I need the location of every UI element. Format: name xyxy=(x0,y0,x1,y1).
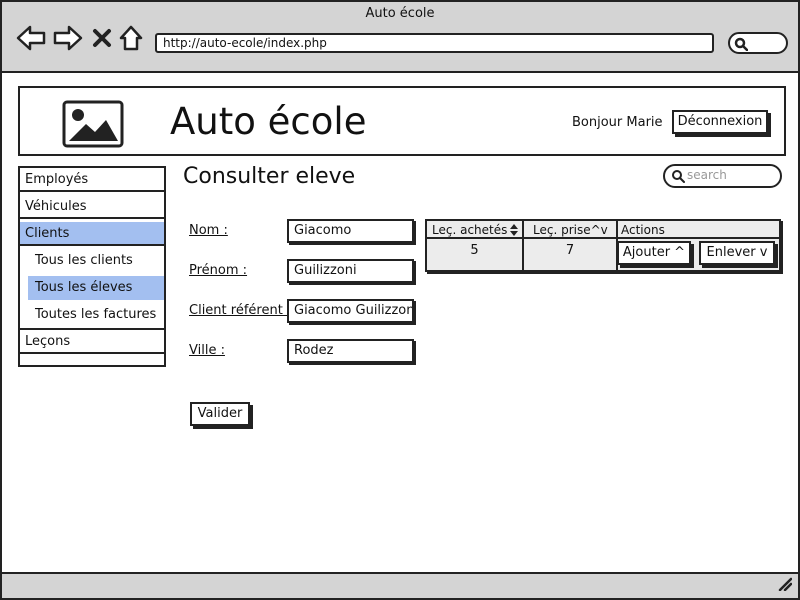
nom-label: Nom : xyxy=(189,223,228,238)
image-placeholder-icon xyxy=(62,100,124,148)
logout-button[interactable]: Déconnexion xyxy=(672,110,768,134)
add-lesson-button[interactable]: Ajouter ^ xyxy=(617,241,691,265)
validate-button[interactable]: Valider xyxy=(190,402,250,426)
column-header-bought[interactable]: Leç. achetés xyxy=(427,221,522,239)
sidebar: Employés Véhicules Clients Tous les clie… xyxy=(18,166,166,367)
prenom-label: Prénom : xyxy=(189,263,248,278)
address-bar[interactable]: http://auto-ecole/index.php xyxy=(155,33,714,53)
sidebar-divider xyxy=(20,328,164,330)
prenom-field[interactable]: Guilizzoni xyxy=(287,259,414,283)
app-title: Auto école xyxy=(170,100,367,143)
client-referent-field[interactable]: Giacomo Guilizzoni xyxy=(287,299,414,323)
ville-label: Ville : xyxy=(189,343,225,358)
status-bar xyxy=(2,572,798,598)
column-divider xyxy=(522,221,524,270)
column-header-taken[interactable]: Leç. prise^v xyxy=(524,221,616,239)
back-arrow-icon[interactable] xyxy=(16,22,46,54)
search-icon xyxy=(671,169,685,187)
column-header-actions: Actions xyxy=(618,221,779,239)
window-title: Auto école xyxy=(365,6,435,21)
nom-field[interactable]: Giacomo xyxy=(287,219,414,243)
table-cell-bought: 5 xyxy=(470,243,479,258)
sidebar-subitem-tous-les-eleves[interactable]: Tous les éleves xyxy=(28,276,164,300)
resize-grip-icon[interactable] xyxy=(778,577,793,595)
sidebar-subitem-toutes-les-factures[interactable]: Toutes les factures xyxy=(35,307,157,322)
sidebar-item-employes[interactable]: Employés xyxy=(20,168,164,192)
user-greeting: Bonjour Marie xyxy=(572,115,663,130)
browser-chrome: Auto école http://auto-ecole/index.php xyxy=(2,2,798,73)
sidebar-item-vehicules[interactable]: Véhicules xyxy=(20,195,164,219)
table-cell-taken: 7 xyxy=(565,243,575,258)
forward-arrow-icon[interactable] xyxy=(53,22,83,54)
client-referent-label: Client référent : xyxy=(189,303,292,318)
app-header: Auto école Bonjour Marie Déconnexion xyxy=(18,86,786,156)
sidebar-subitem-tous-les-clients[interactable]: Tous les clients xyxy=(35,253,133,268)
ville-field[interactable]: Rodez xyxy=(287,339,414,363)
search-placeholder: search xyxy=(687,168,727,182)
page-title: Consulter eleve xyxy=(183,164,356,189)
sort-icon[interactable] xyxy=(509,223,519,241)
home-icon[interactable] xyxy=(117,22,145,54)
sidebar-item-clients[interactable]: Clients xyxy=(20,222,164,246)
close-icon[interactable] xyxy=(89,22,115,54)
search-icon xyxy=(734,37,749,55)
sidebar-item-lecons[interactable]: Leçons xyxy=(20,330,164,354)
remove-lesson-button[interactable]: Enlever v xyxy=(699,241,775,265)
browser-search[interactable] xyxy=(728,32,788,54)
search-input[interactable]: search xyxy=(663,164,782,188)
